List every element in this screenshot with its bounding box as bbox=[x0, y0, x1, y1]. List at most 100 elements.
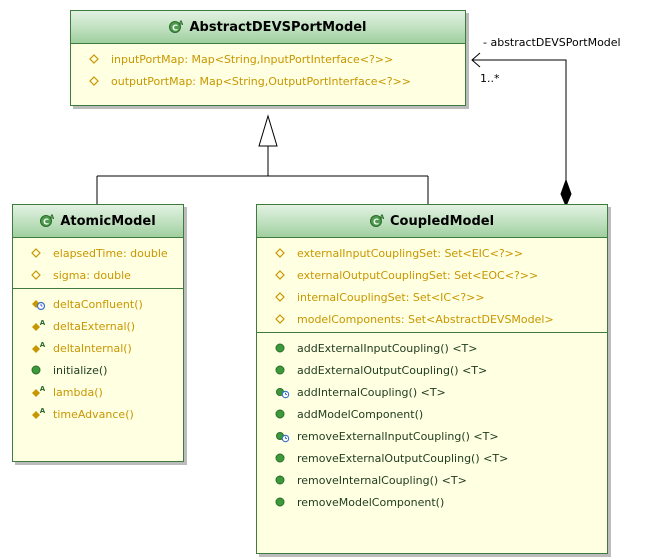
operation-label: removeInternalCoupling() <T> bbox=[297, 473, 467, 487]
attributes-compartment: inputPortMap: Map<String,InputPortInterf… bbox=[71, 44, 465, 94]
public-method-icon bbox=[275, 341, 291, 355]
class-name: AtomicModel bbox=[60, 213, 156, 229]
operations-compartment: deltaConfluent() A deltaExternal() A del… bbox=[13, 289, 183, 427]
operation-label: removeExternalOutputCoupling() <T> bbox=[297, 451, 509, 465]
protected-attribute-icon bbox=[89, 52, 105, 66]
operation-row: addExternalOutputCoupling() <T> bbox=[257, 359, 607, 381]
protected-method-icon bbox=[275, 429, 291, 443]
attribute-label: sigma: double bbox=[53, 268, 131, 282]
operation-label: deltaExternal() bbox=[53, 319, 136, 333]
association-multiplicity-label: 1..* bbox=[480, 72, 500, 85]
operation-label: removeModelComponent() bbox=[297, 495, 445, 509]
attribute-row: internalCouplingSet: Set<IC<?>> bbox=[257, 286, 607, 308]
operation-label: deltaConfluent() bbox=[53, 297, 143, 311]
operation-label: addExternalOutputCoupling() <T> bbox=[297, 363, 488, 377]
attributes-compartment: externalInputCouplingSet: Set<EIC<?>> ex… bbox=[257, 238, 607, 333]
operation-row: addModelComponent() bbox=[257, 403, 607, 425]
operation-row: removeInternalCoupling() <T> bbox=[257, 469, 607, 491]
operation-label: addInternalCoupling() <T> bbox=[297, 385, 446, 399]
abstract-method-icon: A bbox=[31, 319, 47, 333]
operation-label: deltaInternal() bbox=[53, 341, 132, 355]
operation-row: A deltaInternal() bbox=[13, 337, 183, 359]
protected-attribute-icon bbox=[275, 312, 291, 326]
svg-text:A: A bbox=[40, 319, 46, 327]
protected-attribute-icon bbox=[31, 268, 47, 282]
operation-row: A timeAdvance() bbox=[13, 403, 183, 425]
abstract-method-icon: A bbox=[31, 407, 47, 421]
operation-row: A deltaExternal() bbox=[13, 315, 183, 337]
svg-text:A: A bbox=[380, 214, 384, 221]
operation-row: removeExternalInputCoupling() <T> bbox=[257, 425, 607, 447]
protected-attribute-icon bbox=[275, 246, 291, 260]
association-role-label: - abstractDEVSPortModel bbox=[483, 36, 621, 49]
operation-row: removeModelComponent() bbox=[257, 491, 607, 513]
attribute-label: modelComponents: Set<AbstractDEVSModel> bbox=[297, 312, 554, 326]
abstract-method-icon: A bbox=[31, 385, 47, 399]
operation-row: removeExternalOutputCoupling() <T> bbox=[257, 447, 607, 469]
operation-label: addExternalInputCoupling() <T> bbox=[297, 341, 478, 355]
attribute-label: internalCouplingSet: Set<IC<?>> bbox=[297, 290, 485, 304]
public-method-icon bbox=[275, 451, 291, 465]
operation-label: removeExternalInputCoupling() <T> bbox=[297, 429, 499, 443]
abstract-method-icon: A bbox=[31, 341, 47, 355]
attribute-label: externalInputCouplingSet: Set<EIC<?>> bbox=[297, 246, 524, 260]
class-name: CoupledModel bbox=[389, 213, 495, 229]
operations-compartment: addExternalInputCoupling() <T> addExtern… bbox=[257, 333, 607, 515]
public-method-icon bbox=[31, 363, 47, 377]
operation-row: addExternalInputCoupling() <T> bbox=[257, 337, 607, 359]
class-name: AbstractDEVSPortModel bbox=[189, 19, 367, 35]
composition-diamond bbox=[560, 178, 572, 208]
protected-method-icon bbox=[31, 297, 47, 311]
protected-attribute-icon bbox=[31, 246, 47, 260]
attribute-row: modelComponents: Set<AbstractDEVSModel> bbox=[257, 308, 607, 330]
operation-label: lambda() bbox=[53, 385, 103, 399]
public-method-icon bbox=[275, 473, 291, 487]
operation-label: addModelComponent() bbox=[297, 407, 424, 421]
svg-text:C: C bbox=[173, 24, 179, 33]
operation-label: timeAdvance() bbox=[53, 407, 134, 421]
protected-attribute-icon bbox=[275, 290, 291, 304]
generalization-connector bbox=[96, 114, 429, 206]
attribute-row: externalInputCouplingSet: Set<EIC<?>> bbox=[257, 242, 607, 264]
svg-text:A: A bbox=[179, 20, 183, 27]
attribute-row: sigma: double bbox=[13, 264, 183, 286]
protected-method-icon bbox=[275, 385, 291, 399]
operation-row: A lambda() bbox=[13, 381, 183, 403]
generalization-arrowhead bbox=[258, 114, 278, 147]
attribute-row: inputPortMap: Map<String,InputPortInterf… bbox=[71, 48, 465, 70]
svg-text:A: A bbox=[50, 214, 54, 221]
operation-row: initialize() bbox=[13, 359, 183, 381]
attribute-row: externalOutputCouplingSet: Set<EOC<?>> bbox=[257, 264, 607, 286]
attribute-label: elapsedTime: double bbox=[53, 246, 168, 260]
protected-attribute-icon bbox=[89, 74, 105, 88]
attribute-label: inputPortMap: Map<String,InputPortInterf… bbox=[111, 52, 394, 66]
protected-attribute-icon bbox=[275, 268, 291, 282]
svg-text:C: C bbox=[43, 218, 49, 227]
attributes-compartment: elapsedTime: double sigma: double bbox=[13, 238, 183, 289]
attribute-row: elapsedTime: double bbox=[13, 242, 183, 264]
svg-text:A: A bbox=[40, 341, 46, 349]
public-method-icon bbox=[275, 495, 291, 509]
operation-label: initialize() bbox=[53, 363, 108, 377]
association-arrowhead bbox=[471, 52, 481, 68]
attribute-row: outputPortMap: Map<String,OutputPortInte… bbox=[71, 70, 465, 92]
svg-text:A: A bbox=[40, 385, 46, 393]
svg-text:C: C bbox=[373, 218, 379, 227]
public-method-icon bbox=[275, 407, 291, 421]
public-method-icon bbox=[275, 363, 291, 377]
attribute-label: externalOutputCouplingSet: Set<EOC<?>> bbox=[297, 268, 539, 282]
operation-row: addInternalCoupling() <T> bbox=[257, 381, 607, 403]
svg-text:A: A bbox=[40, 407, 46, 415]
operation-row: deltaConfluent() bbox=[13, 293, 183, 315]
association-line bbox=[472, 59, 567, 188]
